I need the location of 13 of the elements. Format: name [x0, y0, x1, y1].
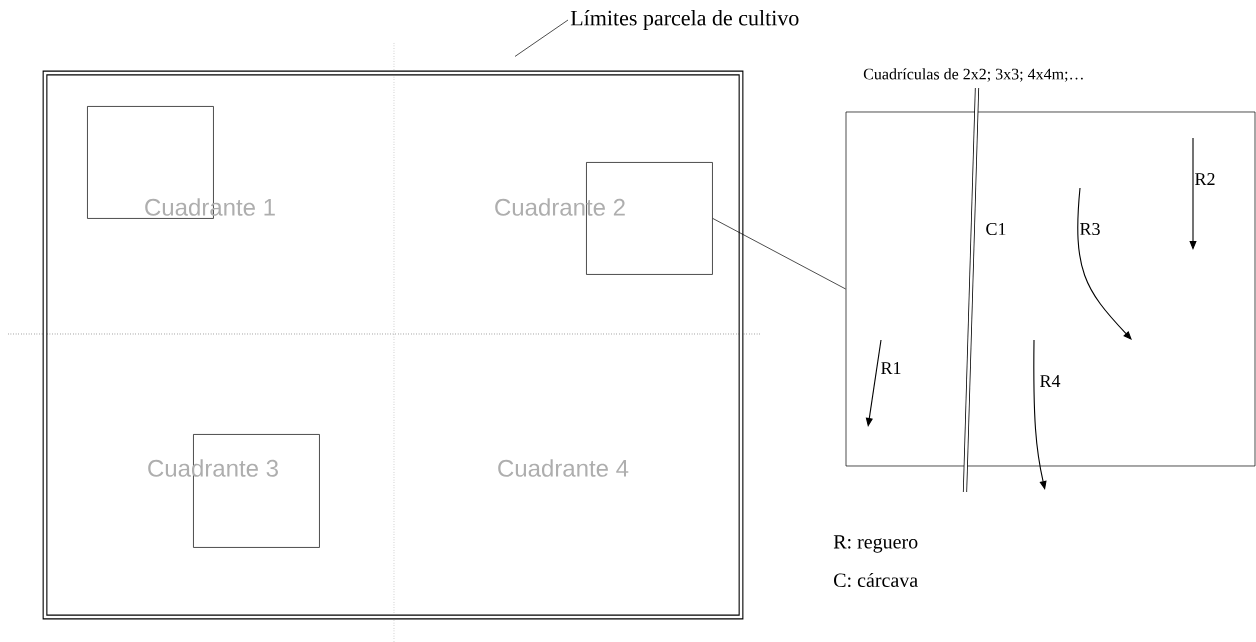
leader-line	[514, 19, 569, 57]
quadrant-label: Cuadrante 4	[498, 459, 629, 477]
key-text: R: reguero	[833, 535, 918, 553]
callout-text: Límites parcela de cultivo	[570, 10, 799, 30]
feature-label: R3	[1080, 222, 1100, 236]
key-text: C: cárcava	[834, 572, 918, 588]
heading: Cuadrículas de 2x2; 3x3; 4x4m;…	[863, 68, 1083, 82]
feature-label: R2	[1195, 173, 1215, 185]
plot-boundary	[42, 70, 744, 620]
connector-line	[712, 218, 846, 290]
feature-label: R1	[881, 362, 901, 374]
feature-label: R4	[1040, 375, 1061, 387]
feature-label: C1	[986, 222, 1006, 236]
